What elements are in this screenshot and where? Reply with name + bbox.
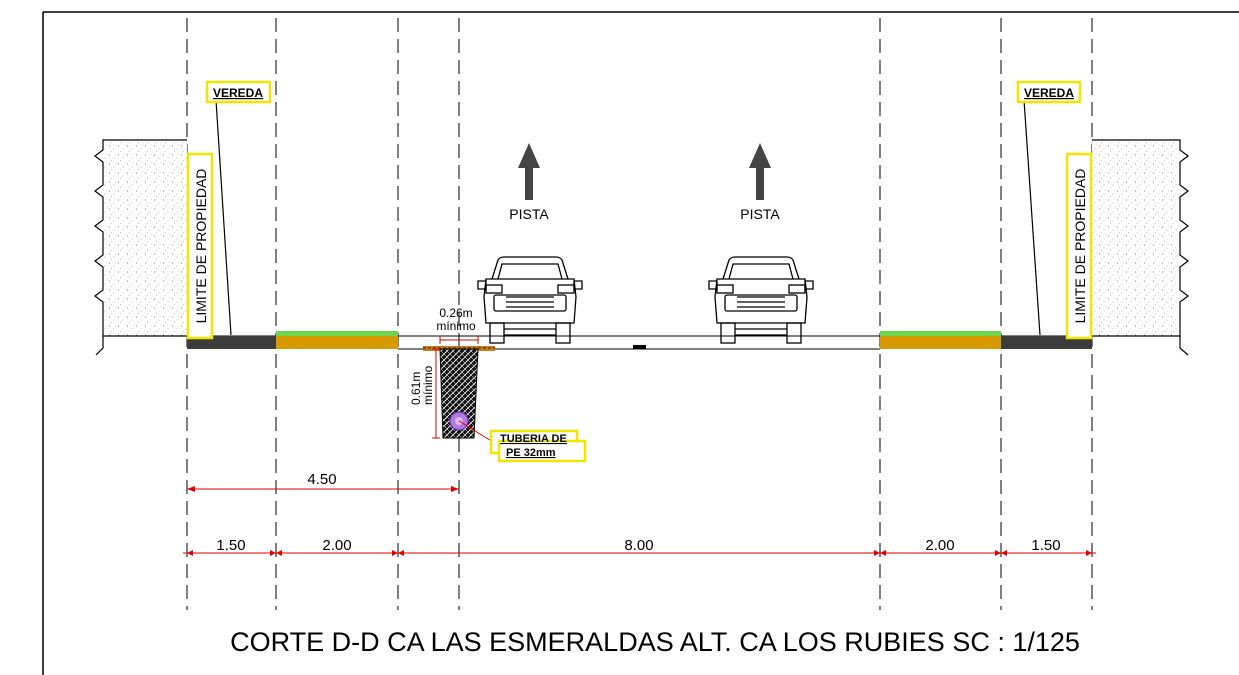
segment-dimension-value: 8.00 <box>624 537 653 554</box>
vereda-label-right: VEREDA <box>1024 86 1074 100</box>
segment-dimension-value: 1.50 <box>216 537 245 554</box>
property-wall-left <box>94 139 187 356</box>
segment-dimensions: 1.50 2.00 8.00 2.00 1.50 <box>183 537 1096 556</box>
sheet-border <box>42 11 1239 675</box>
arrow-up-icon <box>518 143 540 200</box>
segment-dimension-value: 2.00 <box>925 537 954 554</box>
trench-depth-dimension: 0.61m mínimo <box>409 348 440 439</box>
property-wall-right <box>1092 139 1189 356</box>
car-front-icon <box>477 256 583 344</box>
offset-dimension: 4.50 <box>187 471 459 492</box>
street-surface <box>103 331 1180 350</box>
reference-axes <box>186 18 1093 610</box>
tuberia-label-line2: PE 32mm <box>506 447 556 459</box>
arrow-up-icon <box>749 143 771 200</box>
road-median-marker <box>633 345 646 349</box>
car-front-icon <box>708 256 814 344</box>
trench-width-dimension: 0.26m mínimo <box>436 306 479 344</box>
pista-label-right: PISTA <box>740 206 780 222</box>
tuberia-label-line1: TUBERIA DE <box>500 433 567 445</box>
limite-label-left-box: LIMITE DE PROPIEDAD <box>186 152 214 340</box>
segment-dimension-value: 2.00 <box>322 537 351 554</box>
pista-label-left: PISTA <box>509 206 549 222</box>
limite-label-left: LIMITE DE PROPIEDAD <box>193 169 209 324</box>
limite-label-right-box: LIMITE DE PROPIEDAD <box>1065 152 1093 340</box>
green-berm-left <box>276 336 398 349</box>
trench <box>423 346 495 443</box>
offset-dimension-value: 4.50 <box>307 471 336 488</box>
segment-dimension-value: 1.50 <box>1031 537 1060 554</box>
trench-depth-note: mínimo <box>421 365 435 405</box>
trench-width-note: mínimo <box>436 319 476 333</box>
vereda-callout-right: VEREDA <box>1016 80 1082 336</box>
trench-width-value: 0.26m <box>439 306 472 320</box>
drawing-title: CORTE D-D CA LAS ESMERALDAS ALT. CA LOS … <box>230 627 1080 657</box>
limite-label-right: LIMITE DE PROPIEDAD <box>1072 169 1088 324</box>
vereda-label-left: VEREDA <box>213 86 263 100</box>
green-berm-right <box>880 336 1001 349</box>
pipe-callout: TUBERIA DE PE 32mm <box>489 429 587 463</box>
vereda-callout-left: VEREDA <box>205 80 272 336</box>
trench-depth-value: 0.61m <box>409 372 423 405</box>
